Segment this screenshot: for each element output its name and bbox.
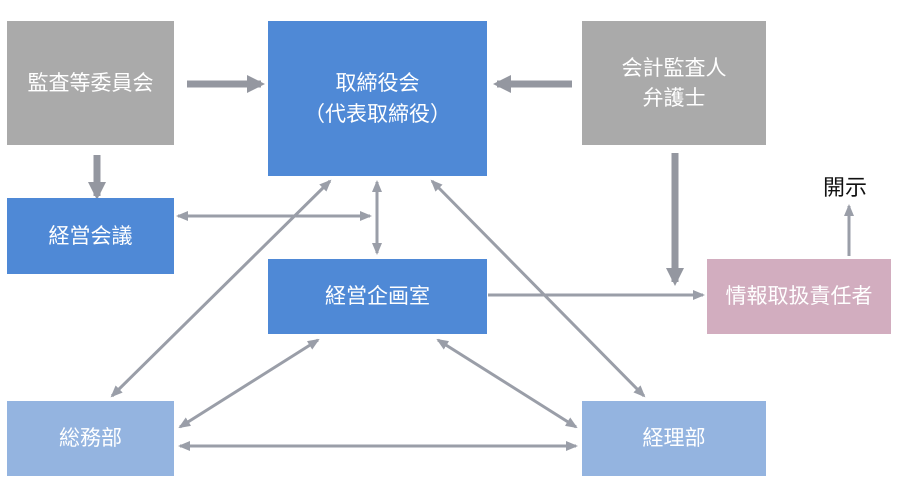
arrow-board-accounting — [430, 179, 646, 398]
accounting-box: 経理部 — [582, 401, 766, 476]
info-officer-box: 情報取扱責任者 — [707, 259, 891, 334]
auditor-lawyer-box: 会計監査人 弁護士 — [582, 21, 766, 145]
general-affairs-label: 総務部 — [59, 426, 122, 451]
corporate-planning-label: 経営企画室 — [325, 284, 430, 309]
auditor-label: 会計監査人 — [621, 55, 727, 80]
board-sublabel: （代表取締役） — [304, 101, 451, 126]
management-meeting-box: 経営会議 — [7, 198, 174, 274]
audit-committee-box: 監査等委員会 — [7, 21, 174, 145]
management-meeting-label: 経営会議 — [48, 223, 133, 248]
general-affairs-box: 総務部 — [7, 401, 174, 476]
board-box: 取締役会 （代表取締役） — [268, 21, 487, 176]
info-officer-label: 情報取扱責任者 — [725, 284, 873, 309]
arrow-corporate-planning-accounting — [436, 338, 578, 429]
accounting-label: 経理部 — [642, 426, 706, 451]
arrow-board-general-affairs — [110, 179, 332, 398]
corporate-planning-box: 経営企画室 — [268, 259, 487, 334]
arrow-corporate-planning-general-affairs — [178, 338, 320, 429]
board-label: 取締役会 — [335, 71, 420, 96]
audit-committee-label: 監査等委員会 — [27, 70, 154, 95]
lawyer-label: 弁護士 — [642, 86, 706, 110]
disclosure-label: 開示 — [823, 176, 868, 201]
